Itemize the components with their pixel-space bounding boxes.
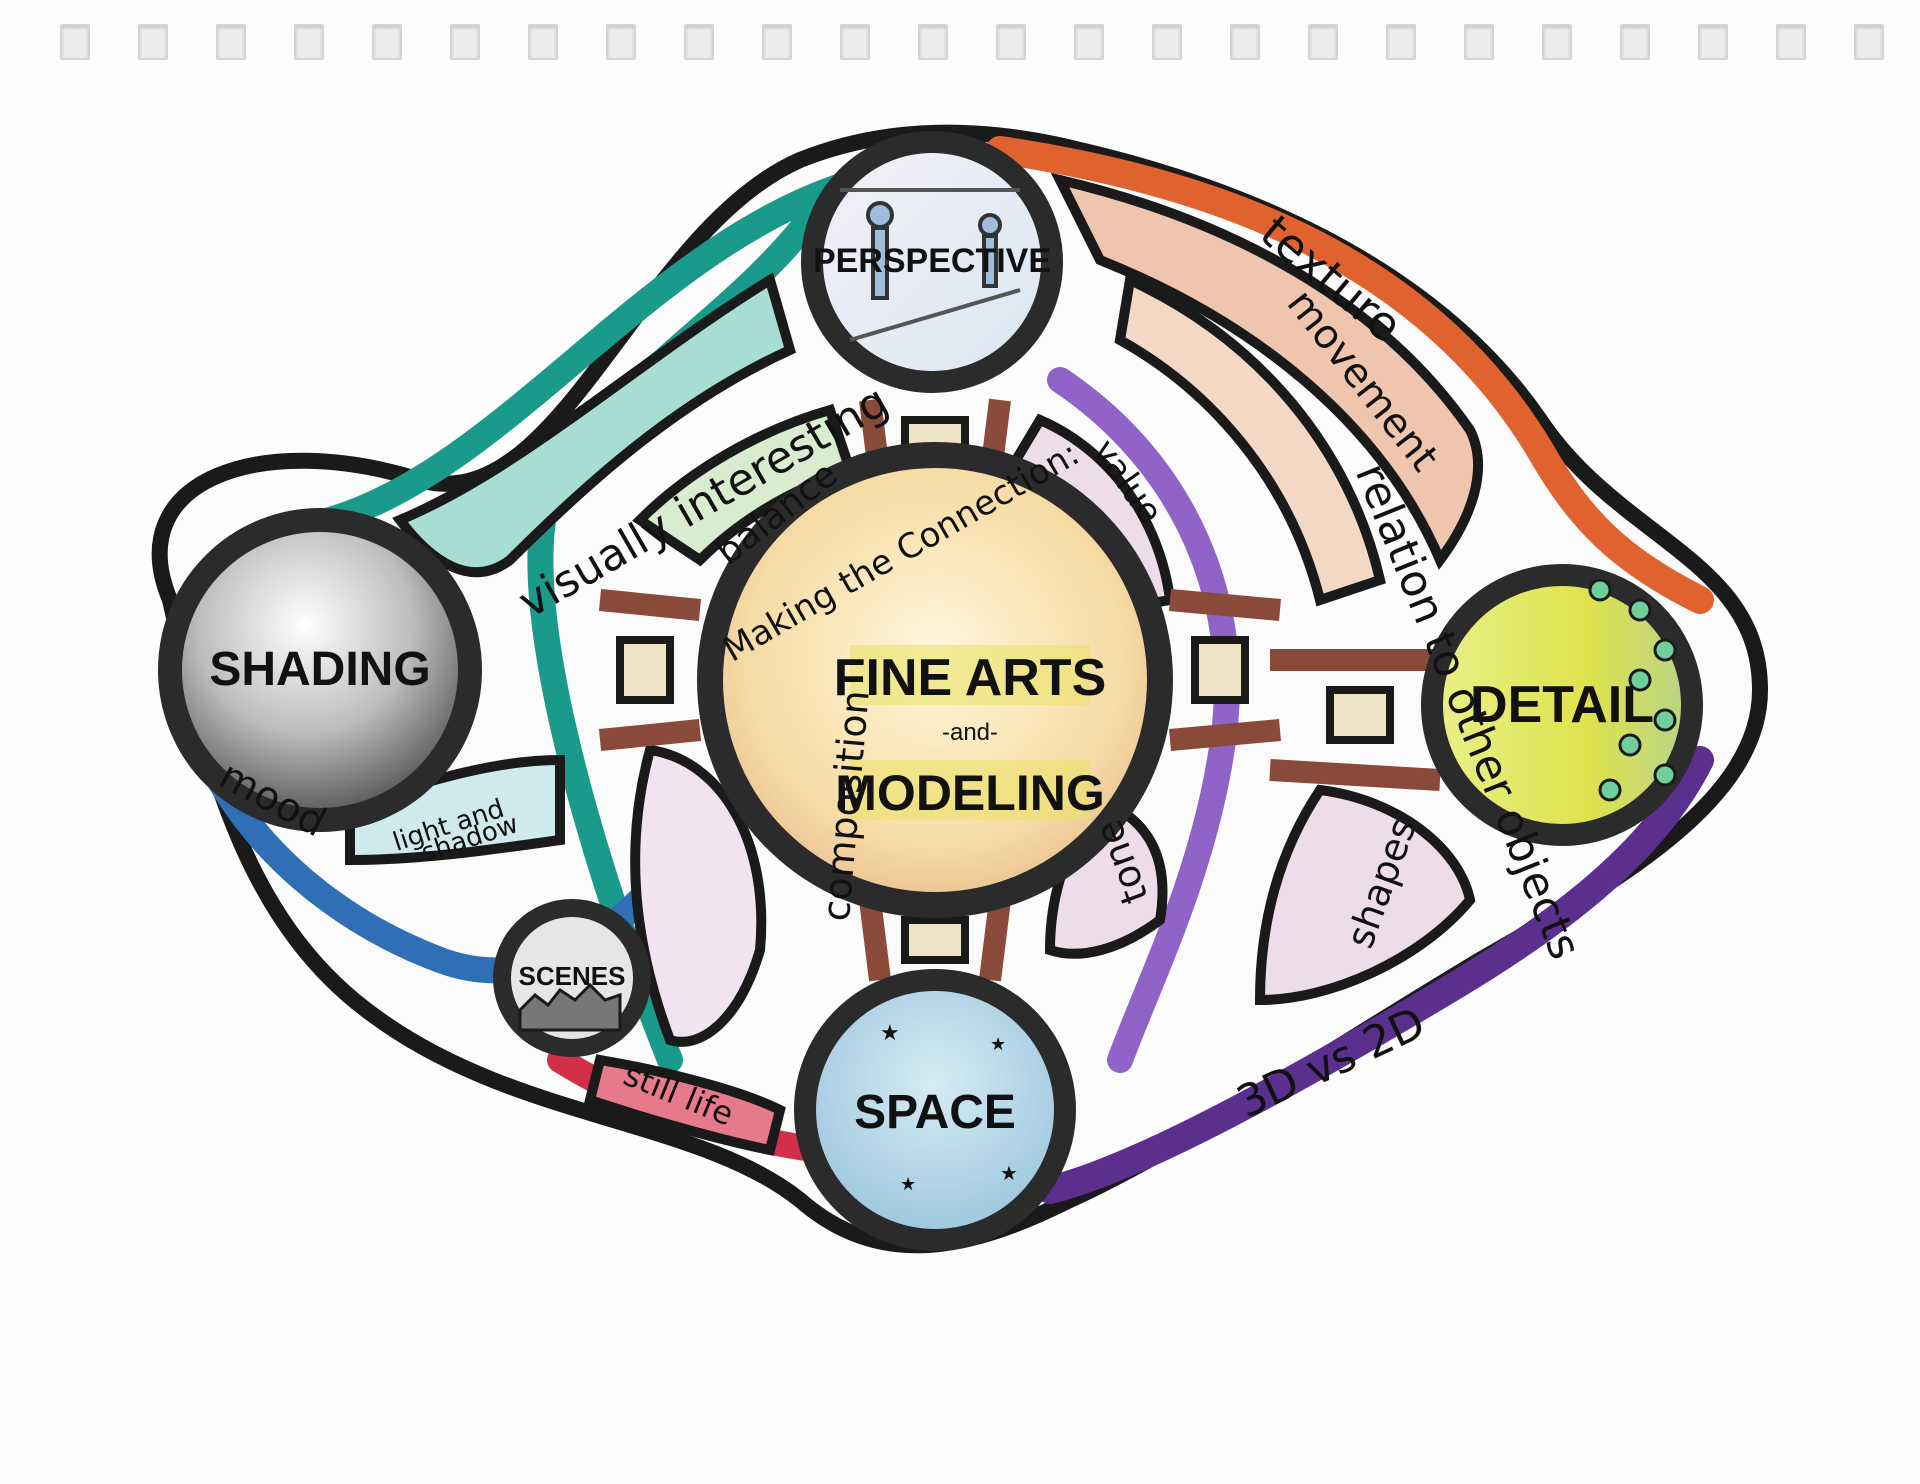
balance-cell (632, 403, 857, 567)
still-life-cell (584, 1054, 786, 1156)
space-stars-icon: ★ ★ ★ ★ (880, 1020, 1018, 1194)
svg-text:★: ★ (1000, 1163, 1018, 1185)
binding-hole (684, 24, 714, 60)
binding-hole (762, 24, 792, 60)
binding-hole (60, 24, 90, 60)
binding-hole (918, 24, 948, 60)
binding-hole (996, 24, 1026, 60)
binding-hole (372, 24, 402, 60)
scenes-label: SCENES (519, 961, 626, 991)
space-node (794, 969, 1076, 1251)
perspective-figures-icon (840, 188, 1021, 342)
detail-label: DETAIL (1470, 676, 1654, 734)
binding-hole (1854, 24, 1884, 60)
detail-dots-icon (1588, 578, 1677, 802)
visually-interesting-cell (392, 272, 796, 578)
svg-text:★: ★ (900, 1174, 916, 1194)
purple-band (1036, 746, 1714, 1204)
binding-hole (450, 24, 480, 60)
detail-node (1421, 564, 1703, 846)
space-label: SPACE (854, 1086, 1016, 1139)
movement-cell (1114, 272, 1386, 607)
texture-cell (1050, 172, 1483, 570)
shading-label: SHADING (209, 643, 430, 696)
center-title-line1: FINE ARTS (834, 649, 1107, 707)
svg-text:★: ★ (880, 1020, 900, 1045)
binding-hole (528, 24, 558, 60)
binding-hole (1620, 24, 1650, 60)
binding-hole (1464, 24, 1494, 60)
binding-hole (606, 24, 636, 60)
center-title-and: -and- (942, 719, 998, 746)
shapes-cell (1254, 784, 1476, 1006)
scenes-skyline-icon (518, 982, 622, 1032)
binding-hole (1152, 24, 1182, 60)
perspective-node (801, 131, 1063, 393)
composition-cell (630, 744, 767, 1047)
binding-hole (1386, 24, 1416, 60)
binding-hole (1776, 24, 1806, 60)
svg-text:★: ★ (990, 1034, 1006, 1054)
spiral-binding-holes (0, 24, 1920, 68)
binding-hole (1308, 24, 1338, 60)
binding-hole (138, 24, 168, 60)
binding-hole (1074, 24, 1104, 60)
binding-hole (1698, 24, 1728, 60)
binding-hole (1230, 24, 1260, 60)
binding-hole (840, 24, 870, 60)
binding-hole (1542, 24, 1572, 60)
perspective-label: PERSPECTIVE (813, 242, 1051, 280)
orange-band (986, 136, 1714, 614)
binding-hole (216, 24, 246, 60)
binding-hole (294, 24, 324, 60)
center-title-line2: MODELING (835, 765, 1104, 821)
shading-node (158, 508, 482, 832)
